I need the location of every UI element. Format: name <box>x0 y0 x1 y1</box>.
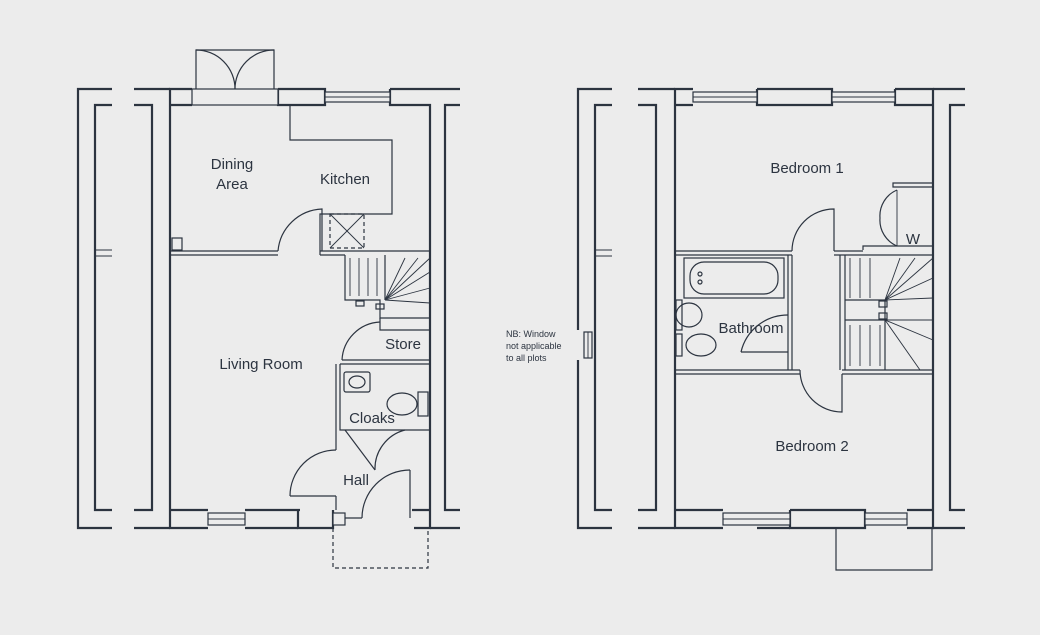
room-label-bedroom-1: Bedroom 1 <box>770 160 843 177</box>
note-line-1: NB: Window <box>506 329 556 339</box>
bedroom-1-partition <box>675 208 933 256</box>
note-line-2: not applicable <box>506 341 562 351</box>
bathroom-fixtures <box>675 255 933 413</box>
room-label-kitchen: Kitchen <box>320 171 370 188</box>
wardrobe <box>862 182 933 250</box>
first-windows <box>692 91 908 526</box>
first-stairs <box>839 255 934 371</box>
room-label-cloaks: Cloaks <box>349 410 395 427</box>
first-floor-plan: Bedroom 1 W Bathroom Bedroom 2 <box>576 87 965 571</box>
room-label-bedroom-2: Bedroom 2 <box>775 438 848 455</box>
ground-floor-plan: Dining Area Kitchen Living Room Store Cl… <box>76 49 460 569</box>
store-cupboard <box>340 318 430 365</box>
window-note: NB: Window not applicable to all plots <box>506 329 562 363</box>
boiler-cupboard <box>329 213 365 249</box>
kitchen-counter <box>289 105 393 255</box>
external-walls-first <box>673 87 935 530</box>
room-label-bathroom: Bathroom <box>718 320 783 337</box>
cloakroom <box>335 364 430 471</box>
ground-windows <box>207 91 391 526</box>
room-label-wardrobe: W <box>906 231 921 248</box>
note-line-3: to all plots <box>506 353 547 363</box>
party-walls-right <box>430 87 460 530</box>
room-label-area: Area <box>216 176 248 193</box>
juliet-balcony <box>835 528 933 571</box>
party-walls-right-first <box>933 87 965 530</box>
room-label-living-room: Living Room <box>219 356 302 373</box>
party-walls-left <box>76 87 170 530</box>
party-walls-left-first <box>576 87 675 530</box>
ground-stairs <box>344 255 431 319</box>
hall-doors <box>289 430 411 519</box>
porch-outline <box>332 528 429 569</box>
french-doors <box>191 49 279 106</box>
external-walls <box>168 87 432 530</box>
room-label-store: Store <box>385 336 421 353</box>
room-label-dining: Dining <box>211 156 254 173</box>
room-label-hall: Hall <box>343 472 369 489</box>
dining-living-partition <box>170 208 430 256</box>
